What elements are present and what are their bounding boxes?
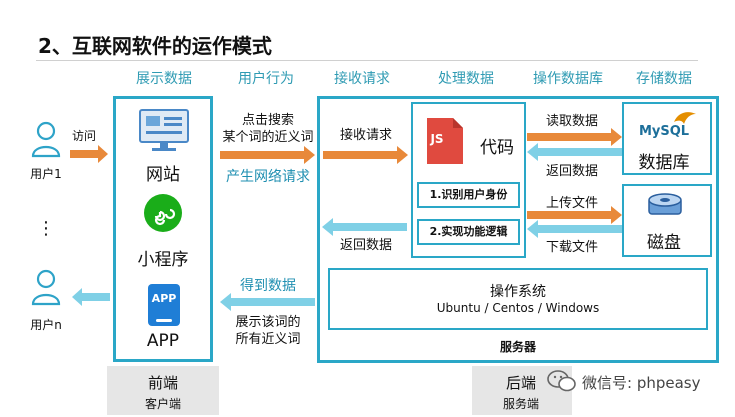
got-data-arrow	[220, 293, 315, 311]
return-arrow	[322, 218, 407, 236]
receive-request-label: 接收请求	[339, 128, 393, 143]
os-list: Ubuntu / Centos / Windows	[436, 301, 600, 315]
disk-box	[622, 184, 712, 257]
read-arrow	[527, 128, 622, 146]
upload-label: 上传文件	[545, 196, 599, 211]
code-label: 代码	[480, 138, 514, 158]
database-box	[622, 102, 712, 175]
column-header-process: 处理数据	[438, 71, 494, 87]
app-icon-text: APP	[151, 292, 177, 305]
db-return-arrow	[527, 143, 622, 161]
frontend-caption-bg	[107, 366, 219, 415]
user-icon	[31, 269, 61, 306]
usern-label: 用户n	[30, 318, 62, 332]
frontend-subcaption: 客户端	[144, 397, 182, 411]
column-header-db-ops: 操作数据库	[533, 71, 603, 87]
mysql-logo: MySQL	[638, 124, 690, 139]
js-badge: JS	[430, 132, 444, 146]
database-label: 数据库	[638, 153, 690, 173]
monitor-icon	[139, 109, 189, 151]
website-label: 网站	[146, 165, 180, 185]
response-arrow	[72, 288, 110, 306]
show-line1: 展示该词的	[235, 315, 301, 330]
visit-arrow	[70, 145, 108, 163]
show-line2: 所有近义词	[235, 332, 301, 347]
upload-arrow	[527, 206, 622, 224]
download-label: 下载文件	[545, 240, 599, 255]
app-label: APP	[146, 331, 180, 351]
frontend-caption: 前端	[147, 374, 179, 392]
visit-label: 访问	[72, 129, 97, 143]
user1-label: 用户1	[30, 167, 62, 181]
backend-subcaption: 服务端	[502, 397, 540, 411]
step-implement-logic: 2.实现功能逻辑	[417, 219, 520, 245]
page-title: 2、互联网软件的运作模式	[38, 34, 272, 58]
column-header-display: 展示数据	[136, 71, 192, 87]
server-label: 服务器	[499, 340, 537, 354]
title-divider	[36, 60, 698, 61]
dolphin-icon	[674, 112, 696, 124]
db-return-label: 返回数据	[545, 164, 599, 179]
disk-icon	[648, 193, 682, 215]
column-header-receive: 接收请求	[334, 71, 390, 87]
step-identify-user: 1.识别用户身份	[417, 182, 520, 208]
network-request-label: 产生网络请求	[226, 169, 310, 185]
column-header-user-behavior: 用户行为	[238, 71, 294, 87]
return-data-label: 返回数据	[339, 238, 393, 253]
app-icon	[148, 284, 180, 326]
search-line1: 点击搜索	[241, 113, 295, 128]
disk-label: 磁盘	[647, 233, 681, 253]
watermark-text: 微信号: phpeasy	[582, 374, 701, 392]
user-icon	[31, 121, 61, 158]
search-line2: 某个词的近义词	[222, 130, 314, 145]
column-header-storage: 存储数据	[636, 71, 692, 87]
wechat-icon	[547, 370, 576, 392]
os-title: 操作系统	[490, 284, 546, 300]
users-ellipsis: ⋮	[37, 218, 55, 239]
receive-arrow	[323, 146, 408, 164]
backend-caption: 后端	[505, 374, 537, 392]
download-arrow	[527, 220, 622, 238]
miniprogram-icon	[144, 194, 182, 232]
got-data-label: 得到数据	[240, 278, 296, 294]
js-file-icon	[427, 118, 463, 164]
read-data-label: 读取数据	[545, 114, 599, 129]
backend-caption-bg	[472, 366, 572, 415]
request-arrow	[220, 146, 315, 164]
miniprogram-label: 小程序	[137, 250, 189, 270]
os-box	[328, 268, 708, 330]
